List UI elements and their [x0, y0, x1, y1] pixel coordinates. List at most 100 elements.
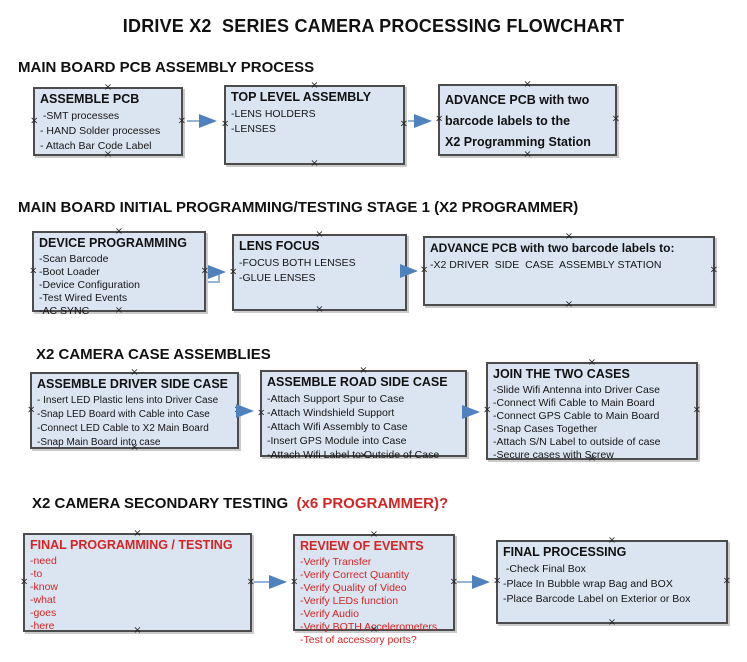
- box-items: -Attach Support Spur to Case -Attach Wind…: [267, 392, 460, 462]
- flowchart-title: IDRIVE X2 SERIES CAMERA PROCESSING FLOWC…: [122, 16, 625, 36]
- box-item: -Verify LEDs function: [300, 595, 399, 607]
- box-item: -Attach Wifi Assembly to Case: [267, 421, 408, 433]
- box-title: TOP LEVEL ASSEMBLY: [231, 90, 372, 104]
- box-title: FINAL PROGRAMMING / TESTING: [30, 538, 233, 552]
- flow-box-join-the-two-cases[interactable]: JOIN THE TWO CASES -Slide Wifi Antenna i…: [483, 358, 701, 464]
- box-items: -Scan Barcode-Boot Loader-Device Configu…: [39, 253, 199, 318]
- connector-handle-icon: ×: [449, 576, 458, 587]
- box-item: -Scan Barcode: [39, 253, 109, 265]
- flow-box-top-level-assembly[interactable]: TOP LEVEL ASSEMBLY -LENS HOLDERS-LENSES …: [221, 81, 408, 169]
- box-item: -Boot Loader: [39, 266, 100, 278]
- box-title: ASSEMBLE ROAD SIDE CASE: [267, 375, 448, 389]
- box-item: -what: [30, 594, 56, 606]
- box-item: -Place In Bubble wrap Bag and BOX: [503, 578, 673, 590]
- box-item: -Verify Audio: [300, 608, 359, 620]
- box-item: - Insert LED Plastic lens into Driver Ca…: [37, 395, 219, 406]
- connector-handle-icon: ×: [229, 266, 238, 277]
- box-item: - HAND Solder processes: [40, 125, 161, 137]
- box-item: -Snap LED Board with Cable into Case: [37, 409, 210, 420]
- connector-handle-icon: ×: [315, 304, 324, 315]
- flow-box-final-processing[interactable]: FINAL PROCESSING -Check Final Box -Place …: [493, 536, 731, 628]
- heading-black-part: X2 CAMERA SECONDARY TESTING: [32, 495, 297, 512]
- box-title: ADVANCE PCB with two barcode labels to t…: [445, 93, 591, 149]
- box-title: REVIEW OF EVENTS: [300, 539, 424, 553]
- connector-handle-icon: ×: [483, 404, 492, 416]
- heading-red-part: (x6 PROGRAMMER)?: [296, 495, 449, 512]
- connector-handle-icon: ×: [246, 576, 255, 587]
- box-item: -Attach Wifi Label to Outside of Case: [267, 449, 440, 461]
- box-item: -SMT processes: [40, 110, 120, 122]
- connector-handle-icon: ×: [692, 404, 701, 416]
- box-item: -Snap Cases Together: [493, 423, 598, 435]
- box-items: - Insert LED Plastic lens into Driver Ca…: [37, 394, 232, 450]
- box-item: -Secure cases with Screw: [493, 449, 614, 461]
- box-item: -X2 DRIVER SIDE CASE ASSEMBLY STATION: [430, 259, 662, 271]
- box-item: -know: [30, 581, 59, 593]
- flow-box-advance-pcb-programming-station[interactable]: ADVANCE PCB with two barcode labels to t…: [435, 80, 620, 160]
- box-item: -Insert GPS Module into Case: [267, 435, 407, 447]
- box-items: -Slide Wifi Antenna into Driver Case-Con…: [493, 384, 691, 462]
- box-item: -LENS HOLDERS: [231, 108, 316, 120]
- box-item: -need: [30, 555, 57, 567]
- box-item: -to: [30, 568, 43, 580]
- flow-box-assemble-pcb[interactable]: ASSEMBLE PCB -SMT processes - HAND Solder…: [30, 83, 186, 160]
- connector-handle-icon: ×: [177, 115, 186, 126]
- connector-handle-icon: ×: [607, 617, 617, 628]
- box-title: ASSEMBLE PCB: [40, 92, 140, 106]
- box-item: -Attach Windshield Support: [267, 407, 395, 419]
- connector-handle-icon: ×: [310, 158, 319, 169]
- box-item: -GLUE LENSES: [239, 272, 316, 284]
- connector-handle-icon: ×: [564, 299, 574, 310]
- box-item: -Device Configuration: [39, 279, 140, 291]
- box-item: -Test Wired Events: [39, 292, 128, 304]
- box-items: -FOCUS BOTH LENSES -GLUE LENSES: [239, 256, 400, 286]
- flow-box-advance-pcb-driver-side[interactable]: ADVANCE PCB with two barcode labels to: …: [420, 232, 718, 310]
- box-item: -here: [30, 620, 55, 632]
- box-title: DEVICE PROGRAMMING: [39, 236, 187, 250]
- box-item: -Connect Wifi Cable to Main Board: [493, 397, 655, 409]
- connector-handle-icon: ×: [461, 407, 470, 418]
- box-item: -Attach Support Spur to Case: [267, 393, 405, 405]
- box-item: -Connect GPS Cable to Main Board: [493, 410, 660, 422]
- box-item: - Attach Bar Code Label: [40, 140, 152, 152]
- section-heading-secondary-testing: X2 CAMERA SECONDARY TESTING (x6 PROGRAMM…: [32, 495, 448, 512]
- connector-handle-icon: ×: [709, 264, 718, 276]
- connector-handle-icon: ×: [233, 404, 242, 415]
- box-item: -Snap Main Board into case: [37, 437, 161, 448]
- connector-handle-icon: ×: [20, 576, 29, 587]
- box-items: -Verify Transfer-Verify Correct Quantity…: [300, 556, 448, 647]
- box-item: -Place Barcode Label on Exterior or Box: [503, 593, 691, 605]
- box-title: LENS FOCUS: [239, 239, 320, 253]
- connector-handle-icon: ×: [493, 575, 502, 587]
- box-item: -Verify BOTH Accelerometers: [300, 621, 438, 633]
- flow-box-device-programming[interactable]: DEVICE PROGRAMMING -Scan Barcode-Boot Lo…: [29, 227, 209, 318]
- flow-box-final-programming-testing[interactable]: FINAL PROGRAMMING / TESTING -need-to-kno…: [20, 529, 255, 636]
- flow-box-review-of-events[interactable]: REVIEW OF EVENTS -Verify Transfer-Verify…: [290, 530, 458, 647]
- box-title: ADVANCE PCB with two barcode labels to:: [430, 241, 675, 255]
- box-item: -Verify Correct Quantity: [300, 569, 410, 581]
- box-items: -X2 DRIVER SIDE CASE ASSEMBLY STATION: [430, 258, 708, 272]
- connector-handle-icon: ×: [27, 404, 36, 415]
- box-item: -FOCUS BOTH LENSES: [239, 257, 356, 269]
- flow-box-lens-focus[interactable]: LENS FOCUS -FOCUS BOTH LENSES -GLUE LENSE…: [229, 230, 410, 315]
- connector-handle-icon: ×: [29, 265, 38, 276]
- flow-box-assemble-driver-side-case[interactable]: ASSEMBLE DRIVER SIDE CASE - Insert LED P…: [27, 368, 242, 453]
- box-items: -Check Final Box -Place In Bubble wrap Ba…: [503, 562, 721, 607]
- box-item: -Slide Wifi Antenna into Driver Case: [493, 384, 660, 396]
- connector-handle-icon: ×: [611, 113, 620, 125]
- box-title: FINAL PROCESSING: [503, 545, 627, 559]
- connector-handle-icon: ×: [420, 264, 429, 276]
- box-item: -Verify Quality of Video: [300, 582, 407, 594]
- connector-handle-icon: ×: [200, 265, 209, 276]
- box-item: -Check Final Box: [503, 563, 586, 575]
- connector-handle-icon: ×: [722, 575, 731, 587]
- connector-handle-icon: ×: [290, 576, 299, 587]
- box-items: -SMT processes - HAND Solder processes - A…: [40, 109, 176, 154]
- connector-handle-icon: ×: [435, 113, 444, 125]
- section-heading-case-assemblies: X2 CAMERA CASE ASSEMBLIES: [36, 346, 271, 363]
- box-item: -Test of accessory ports?: [300, 634, 417, 646]
- connector-handle-icon: ×: [257, 407, 266, 418]
- connector-handle-icon: ×: [401, 266, 410, 277]
- flow-box-assemble-road-side-case[interactable]: ASSEMBLE ROAD SIDE CASE -Attach Support …: [257, 366, 470, 462]
- section-heading-pcb-assembly: MAIN BOARD PCB ASSEMBLY PROCESS: [18, 59, 315, 76]
